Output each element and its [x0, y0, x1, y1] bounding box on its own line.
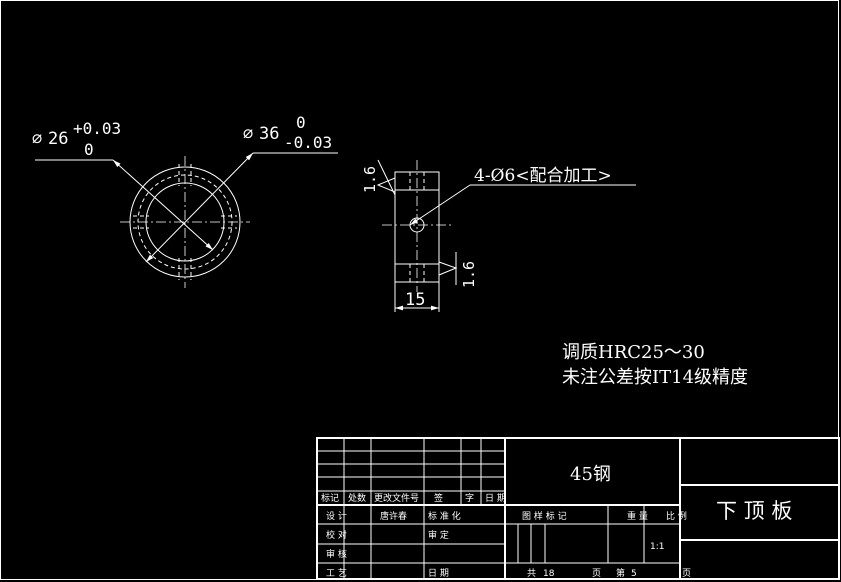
dim-inner-upper: +0.03	[73, 119, 121, 138]
tb-header-mark: 标记	[321, 492, 339, 504]
tb-date-label: 日 期	[428, 568, 449, 579]
tb-header-date: 日 期	[485, 493, 506, 504]
tb-total-sheets: 18	[543, 569, 555, 579]
dim-inner-nominal: 26	[48, 129, 68, 149]
tb-standardize-label: 标 准 化	[428, 510, 461, 522]
tb-weight-label: 重 量	[627, 510, 648, 522]
tb-sheet-of-label: 第	[616, 567, 625, 579]
tb-audit-label: 审 核	[326, 548, 347, 560]
tb-header-doc: 更改文件号	[374, 492, 419, 504]
tb-total-label: 共	[527, 568, 536, 579]
front-view: ⌀ 26 +0.03 0 ⌀ 36 0 -0.03	[32, 113, 338, 288]
tb-part-name: 下 顶 板	[716, 499, 792, 523]
dim-outer-symbol: ⌀	[243, 124, 253, 144]
side-view: 1.6 1.6 4-Ø6<配合加工> 15	[361, 159, 636, 312]
svg-text:1.6: 1.6	[460, 261, 478, 288]
tb-designer: 唐许春	[380, 510, 407, 522]
title-block: 标记 处数 更改文件号 签 字 日 期 设 计 唐许春 标 准 化 校 对 审 …	[316, 437, 840, 580]
tb-figure-mark-label: 图 样 标 记	[522, 510, 567, 522]
width-dimension: 15	[405, 290, 425, 310]
note-line-2: 未注公差按IT14级精度	[562, 367, 748, 388]
dim-outer-lower: -0.03	[284, 133, 332, 152]
tb-sheet-number: 5	[631, 569, 637, 579]
tb-design-label: 设 计	[326, 510, 347, 522]
tb-sheet-label: 页	[592, 568, 601, 579]
dim-outer-upper: 0	[296, 113, 306, 132]
dim-inner-symbol: ⌀	[32, 129, 42, 149]
tb-page-label: 页	[682, 568, 691, 579]
tb-process-label: 工 艺	[326, 568, 347, 579]
note-line-1: 调质HRC25～30	[562, 342, 705, 363]
dim-outer-nominal: 36	[259, 124, 279, 144]
tb-scale-label: 比 例	[666, 510, 687, 522]
dim-inner-lower: 0	[84, 140, 94, 159]
roughness-top: 1.6	[361, 159, 396, 196]
tb-check-label: 校 对	[326, 529, 347, 541]
tb-header-count: 处数	[348, 492, 366, 504]
tb-scale-value: 1:1	[650, 542, 664, 552]
tb-header-char: 字	[465, 492, 474, 504]
hole-note: 4-Ø6<配合加工>	[474, 166, 612, 186]
tb-review-label: 审 定	[428, 529, 449, 541]
tb-header-sign: 签	[434, 492, 443, 504]
roughness-bottom: 1.6	[438, 252, 478, 288]
svg-text:1.6: 1.6	[361, 166, 379, 193]
tb-material: 45钢	[570, 464, 611, 485]
